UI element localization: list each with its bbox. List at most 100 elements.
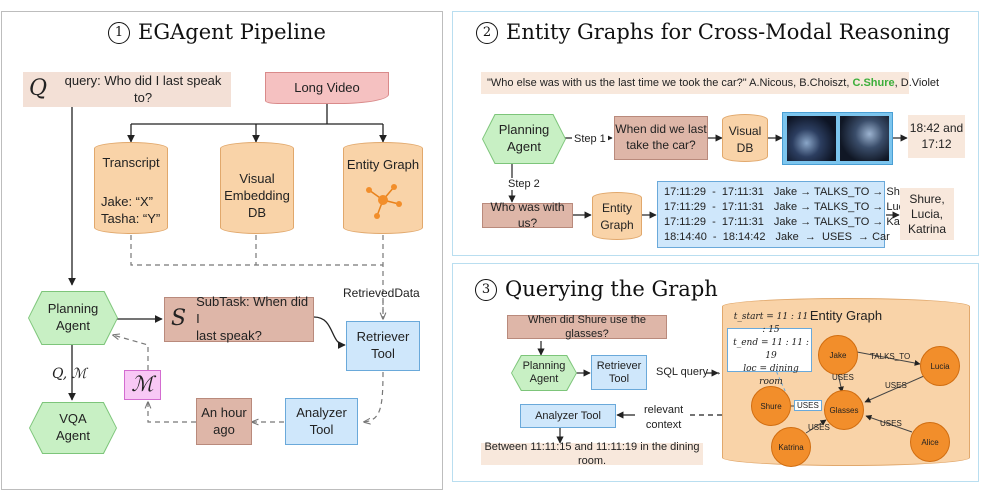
- mcq-question-prefix: "Who else was with us the last time we t…: [487, 76, 853, 89]
- edge-label-uses: USES: [832, 373, 854, 382]
- retriever-line2: Tool: [371, 346, 395, 361]
- edge-label-uses: USES: [880, 419, 902, 428]
- p3-answer-box: Between 11:11:15 and 11:11:19 in the din…: [481, 441, 703, 467]
- transcript-line1: Jake: “X”: [101, 194, 154, 209]
- long-video-label: Long Video: [294, 79, 360, 95]
- t-end: t_end = 11 : 11 : 19: [733, 338, 809, 361]
- video-frame-1: [786, 116, 836, 161]
- edge-label-uses-highlight: USES: [794, 400, 822, 411]
- p3-analyzer-label: Analyzer Tool: [535, 409, 601, 422]
- panel-number-3: 3: [475, 279, 497, 301]
- planning-line1: Planning: [47, 301, 99, 317]
- vqa-line2: Agent: [56, 428, 90, 443]
- transcript-line2: Tasha: “Y”: [101, 211, 161, 226]
- t-start: t_start = 11 : 11 : 15: [733, 312, 809, 335]
- subtask-symbol: S: [171, 306, 187, 332]
- q2-box: Who was with us?: [482, 199, 573, 230]
- entity-graphs-title-text: Entity Graphs for Cross-Modal Reasoning: [506, 20, 951, 44]
- visual-db-line1: Visual: [239, 171, 275, 186]
- memory-symbol: ℳ: [131, 372, 154, 397]
- q1-line1: When did we last: [615, 122, 707, 137]
- edge-label-uses: USES: [885, 381, 907, 390]
- querying-title-text: Querying the Graph: [505, 277, 718, 301]
- p2-entity-graph-line2: Graph: [600, 218, 634, 232]
- edge-attributes: t_start = 11 : 11 : 15 t_end = 11 : 11 :…: [727, 312, 812, 387]
- relation-edge: Jake → USES → Car: [775, 230, 890, 243]
- node-jake: Jake: [818, 335, 858, 375]
- relation-row: 18:14:40 - 18:14:42 Jake → USES → Car: [664, 230, 890, 245]
- retrieved-data-label: RetrievedData: [343, 286, 420, 300]
- relation-time: 17:11:29 - 17:11:31: [664, 215, 764, 228]
- planning-line2: Agent: [56, 318, 90, 333]
- visual-db-line2: Embedding: [224, 188, 290, 203]
- visual-embedding-db: [220, 142, 294, 234]
- p2-visual-db-line1: Visual: [728, 124, 762, 138]
- retriever-line1: Retriever: [356, 329, 410, 345]
- step2-label: Step 2: [506, 178, 542, 190]
- subtask-line1: SubTask: When did I: [196, 294, 309, 327]
- querying-panel: [452, 263, 979, 482]
- edge-label-uses: USES: [808, 423, 830, 432]
- p3-planning-line2: Agent: [529, 373, 559, 385]
- time-line1: 18:42 and: [909, 120, 964, 135]
- relation-time: 18:14:40 - 18:14:42: [664, 230, 766, 243]
- relevant-line2: context: [645, 419, 682, 431]
- node-lucia: Lucia: [920, 346, 960, 386]
- answer-line3: Katrina: [907, 221, 947, 236]
- entity-graph-label: Entity Graph: [346, 157, 420, 172]
- relevant-line1: relevant: [644, 404, 684, 416]
- p2-planning-line2: Agent: [507, 139, 541, 154]
- p2-visual-db: [722, 114, 768, 162]
- analyzer-line2: Tool: [309, 421, 334, 437]
- relevant-context-label: relevant context: [644, 403, 683, 433]
- video-frame-2: [839, 116, 889, 161]
- entity-graph-db: [343, 142, 423, 234]
- answer-line2: Lucia,: [910, 206, 944, 221]
- p3-question-box: When did Shure use the glasses?: [507, 314, 667, 340]
- long-video-box: Long Video: [265, 72, 389, 104]
- p3-answer: Between 11:11:15 and 11:11:19 in the din…: [484, 440, 700, 467]
- node-katrina: Katrina: [771, 427, 811, 467]
- relation-edge: Jake → TALKS_TO → Lucia: [773, 200, 913, 213]
- hour-line1: An hour: [201, 404, 247, 420]
- step1-label: Step 1: [572, 133, 608, 145]
- edge-label-talks-to: TALKS_TO: [870, 352, 911, 361]
- memory-box: ℳ: [124, 370, 161, 400]
- query-box: Q query: Who did I last speak to?: [23, 72, 231, 107]
- video-frames: [782, 112, 893, 165]
- relation-edge: Jake → TALKS_TO → Shure: [773, 185, 916, 198]
- node-alice: Alice: [910, 422, 950, 462]
- vqa-line1: VQA: [59, 411, 87, 427]
- p3-analyzer-tool: Analyzer Tool: [520, 404, 616, 428]
- query-symbol: Q: [29, 76, 48, 102]
- q2-label: Who was with us?: [490, 199, 565, 230]
- sql-query-label: SQL query →: [656, 366, 723, 378]
- p3-retriever-line1: Retriever: [596, 359, 642, 372]
- mcq-correct-option: C.Shure: [852, 76, 895, 89]
- p2-entity-graph-db: [592, 192, 642, 240]
- loc: loc = dining room: [743, 364, 799, 387]
- answer-line1: Shure,: [909, 191, 945, 206]
- answer-names: Shure,Lucia,Katrina: [900, 188, 954, 240]
- p2-planning-line1: Planning: [498, 122, 550, 138]
- relation-table: 17:11:29 - 17:11:31 Jake → TALKS_TO → Shu…: [657, 181, 921, 248]
- transcript-db: [94, 142, 168, 234]
- p3-entity-graph-title: Entity Graph: [809, 308, 883, 323]
